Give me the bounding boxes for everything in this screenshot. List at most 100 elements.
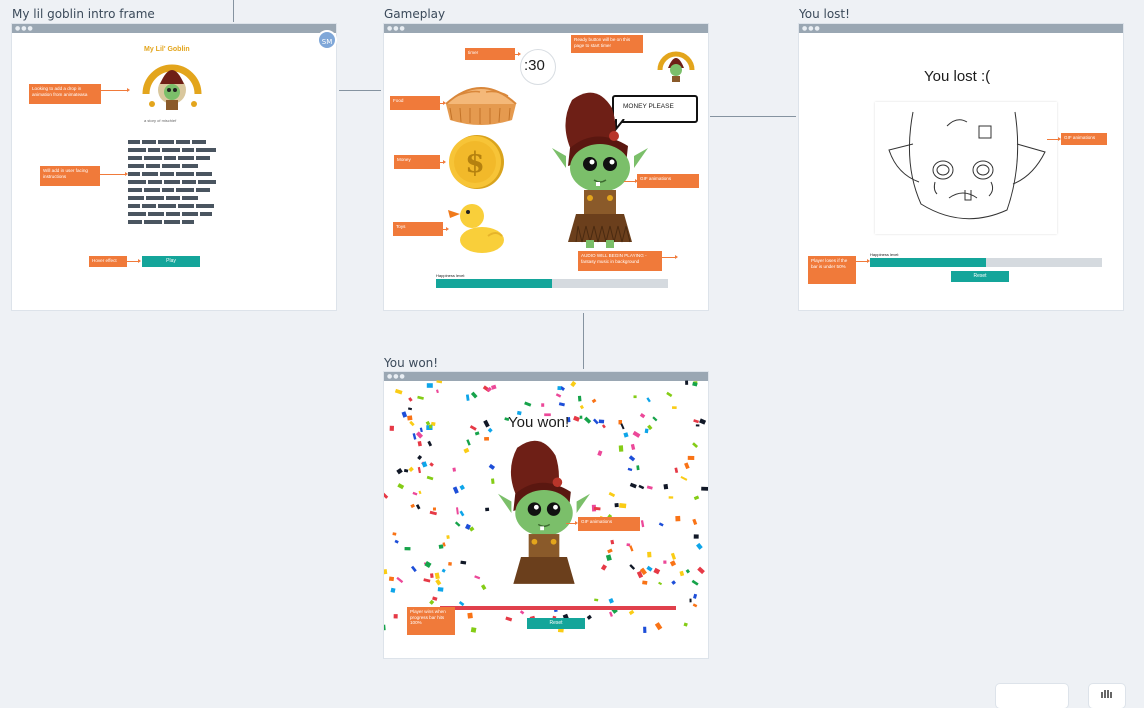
confetti-piece (696, 542, 703, 550)
confetti-piece (480, 584, 487, 591)
confetti-piece (692, 518, 698, 526)
user-avatar[interactable]: SM (317, 30, 337, 50)
confetti-piece (409, 420, 415, 427)
confetti-piece (429, 510, 437, 516)
confetti-piece (389, 425, 394, 431)
svg-text:$: $ (465, 146, 484, 179)
confetti-piece (628, 455, 636, 462)
confetti-piece (666, 391, 673, 398)
confetti-piece (469, 526, 475, 532)
logo-subtitle: a story of mischief (144, 118, 177, 123)
happiness-bar (870, 258, 1102, 267)
play-button[interactable]: Play (142, 256, 200, 267)
confetti-piece (683, 622, 688, 627)
note-hover-effect: Hover effect (89, 256, 127, 267)
won-frame[interactable]: ●●● You won! GIF animations Player wins … (384, 372, 708, 658)
confetti-piece (425, 420, 431, 426)
confetti-piece (636, 465, 640, 471)
logo-title: My Lil' Goblin (144, 46, 190, 53)
frame-toolbar: ●●● (799, 24, 1123, 33)
confetti-piece (628, 609, 635, 616)
confetti-piece (618, 420, 622, 425)
connector-gameplay-lost (710, 116, 796, 117)
confetti-piece (392, 532, 397, 536)
confetti-piece (693, 593, 698, 599)
confetti-piece (608, 598, 614, 604)
goblin-character (498, 440, 590, 584)
confetti-piece (401, 411, 408, 418)
confetti-piece (619, 503, 627, 509)
confetti-piece (404, 547, 411, 551)
speech-tail (615, 119, 625, 131)
confetti-piece (647, 551, 652, 558)
note-player-wins: Player wins when progress bar hits 100% (407, 607, 455, 635)
note-ready-button: Ready button will be on this page to sta… (571, 35, 643, 53)
note-money: Money (394, 155, 440, 169)
frame-title-intro[interactable]: My lil goblin intro frame (12, 7, 155, 21)
note-food: Food (390, 96, 440, 110)
confetti-piece (410, 565, 417, 573)
reset-button[interactable]: Reset (951, 271, 1009, 282)
confetti-piece (417, 395, 424, 400)
confetti-piece (607, 548, 613, 554)
confetti-piece (421, 461, 428, 468)
confetti-piece (663, 483, 669, 490)
confetti-piece (701, 486, 708, 491)
confetti-piece (415, 431, 424, 439)
intro-frame[interactable]: ●●● My Lil' Goblin a story of mischief L… (12, 24, 336, 310)
confetti-piece (680, 476, 688, 481)
frame-title-lost[interactable]: You lost! (799, 7, 850, 21)
confetti-piece (627, 467, 633, 472)
sad-goblin-sketch-card (875, 102, 1057, 234)
confetti-piece (483, 419, 490, 428)
window-dots-icon: ●●● (387, 373, 406, 380)
lost-frame[interactable]: ●●● You lost :( GIF animations Player lo… (799, 24, 1123, 310)
won-heading: You won! (508, 414, 570, 431)
confetti-piece (663, 560, 667, 564)
confetti-piece (639, 567, 647, 576)
frame-title-gameplay[interactable]: Gameplay (384, 7, 446, 21)
confetti-piece (429, 462, 434, 467)
confetti-piece (442, 542, 446, 547)
confetti-piece (638, 484, 645, 490)
confetti-piece (693, 534, 699, 539)
canvas-nav-button[interactable] (996, 684, 1068, 708)
window-dots-icon: ●●● (387, 25, 406, 32)
confetti-piece (430, 421, 436, 426)
frame-title-won[interactable]: You won! (384, 356, 439, 370)
gameplay-frame[interactable]: ●●● timer :30 Ready button will be on th… (384, 24, 708, 310)
arrow-icon (443, 227, 449, 231)
confetti-piece (570, 380, 577, 388)
reset-button[interactable]: Reset (527, 618, 585, 629)
confetti-piece (417, 455, 423, 461)
confetti-piece (685, 569, 691, 574)
note-gif-animations: GIF animations (1061, 133, 1107, 145)
confetti-piece (408, 466, 414, 472)
frame-toolbar: ●●● (384, 372, 708, 381)
window-dots-icon: ●●● (15, 25, 34, 32)
confetti-piece (601, 424, 606, 429)
confetti-piece (642, 580, 648, 585)
confetti-piece (432, 507, 436, 511)
confetti-piece (652, 416, 658, 422)
confetti-piece (614, 502, 619, 508)
confetti-piece (671, 580, 676, 585)
confetti-piece (567, 417, 571, 423)
confetti-piece (407, 415, 413, 421)
confetti-piece (412, 433, 417, 440)
confetti-piece (644, 428, 649, 434)
confetti-piece (573, 415, 580, 422)
confetti-piece (388, 576, 395, 582)
confetti-piece (504, 417, 510, 421)
confetti-piece (629, 564, 636, 570)
note-drop-in-animation: Looking to add a drop in animation from … (29, 84, 101, 104)
goblin-logo-small (657, 51, 695, 82)
confetti-piece (441, 568, 446, 573)
confetti-piece (658, 522, 664, 527)
arrow-icon (662, 255, 678, 259)
confetti-piece (430, 573, 434, 578)
confetti-piece (488, 463, 496, 470)
confetti-piece (417, 466, 422, 474)
hand-tool-button[interactable] (1089, 684, 1125, 708)
confetti-piece (555, 393, 562, 398)
